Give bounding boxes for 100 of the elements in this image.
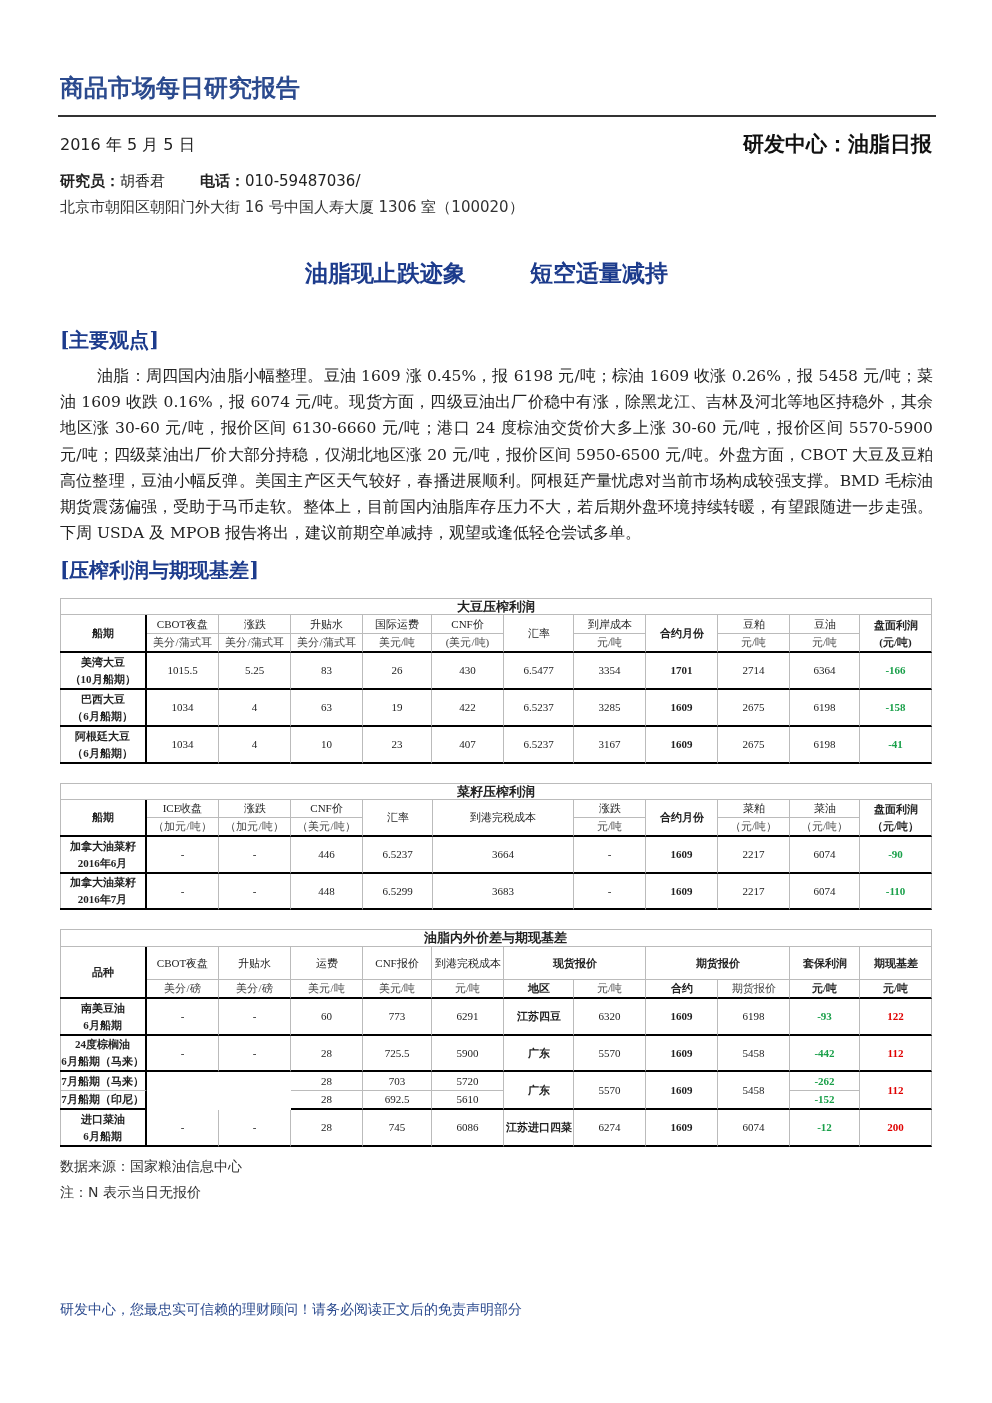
table-title: 大豆压榨利润 (456, 597, 535, 615)
column-header: CBOT夜盘 (156, 955, 209, 971)
column-header: 元/吨 (811, 981, 838, 996)
value: 6364 (813, 663, 836, 678)
value: 28 (321, 1120, 332, 1135)
column-header: 菜粕 (742, 801, 765, 816)
value: 63 (321, 700, 332, 715)
value: 446 (318, 847, 335, 862)
profit-value: -158 (885, 700, 906, 715)
profit-value: -90 (888, 847, 903, 862)
value: 1609 (670, 1082, 693, 1098)
headline: 油脂现止跌迹象 (305, 258, 466, 288)
column-header: 汇率 (386, 810, 409, 825)
value: 1609 (670, 737, 693, 752)
value: 5458 (742, 1045, 765, 1061)
column-header: 合约月份 (659, 625, 704, 641)
value: 407 (459, 737, 476, 752)
value: - (252, 1045, 257, 1061)
unit-label: 美分/蒲式耳 (297, 635, 356, 650)
basis-value: 112 (887, 1045, 904, 1061)
column-header: (元/吨) (879, 635, 912, 650)
row-header: 6月船期（马来） (61, 1054, 144, 1069)
value: 10 (321, 737, 332, 752)
value: 23 (391, 737, 403, 752)
value: 6074 (813, 847, 836, 862)
value: 5458 (742, 1082, 765, 1098)
row-header: 2016年7月 (77, 892, 128, 907)
value: 28 (321, 1092, 332, 1107)
value: 6.5237 (523, 737, 554, 752)
column-header: 套保利润 (802, 955, 847, 971)
value: 4 (251, 700, 258, 715)
unit-label: 美分/蒲式耳 (225, 635, 284, 650)
value: - (252, 1120, 257, 1135)
value: 5900 (456, 1045, 479, 1061)
column-header: 豆粕 (742, 616, 765, 632)
value: 5720 (456, 1073, 479, 1089)
column-header: 到港完税成本 (470, 810, 536, 825)
value: - (252, 1009, 257, 1024)
row-header: （6月船期） (72, 708, 133, 724)
column-header: 元/吨 (882, 981, 909, 996)
unit-label: （加元/吨） (225, 819, 284, 834)
column-header: 到港完税成本 (434, 955, 501, 971)
value: 5.25 (244, 663, 265, 678)
column-header: ICE收盘 (162, 801, 203, 816)
analyst-name: 研究员：胡香君 (60, 172, 165, 191)
section-heading: [主要观点] (60, 327, 159, 354)
column-header: 升贴水 (310, 616, 343, 632)
value: 83 (321, 663, 332, 678)
unit-label: (美元/吨) (445, 635, 490, 650)
value: 703 (388, 1073, 406, 1089)
column-header: 涨跌 (598, 801, 621, 816)
column-header: CNF价 (451, 616, 484, 632)
contact-phone: 电话：010-59487036/ (200, 172, 361, 191)
unit-label: 美分/磅 (164, 981, 201, 996)
value: - (180, 1009, 185, 1024)
value: 6086 (456, 1120, 479, 1135)
value: 1015.5 (167, 663, 198, 678)
value: - (180, 847, 185, 862)
row-header: 阿根廷大豆 (75, 728, 130, 744)
value: 19 (391, 700, 403, 715)
disclaimer-footer: 研发中心，您最忠实可信赖的理财顾问！请务必阅读正文后的免责声明部分 (60, 1301, 522, 1319)
column-header: 合约月份 (659, 810, 704, 825)
value: 28 (321, 1045, 332, 1061)
footnote: 注：N 表示当日无报价 (60, 1184, 201, 1202)
column-header: CNF价 (310, 801, 343, 816)
value: 6.5477 (523, 663, 554, 678)
report-header: 商品市场每日研究报告 (60, 73, 300, 104)
column-header: 运费 (315, 955, 338, 971)
unit-label: 元/吨 (454, 981, 481, 996)
basis-value: 200 (887, 1120, 904, 1135)
value: 江苏进口四菜 (505, 1120, 572, 1135)
value: - (252, 883, 257, 899)
profit-value: -12 (817, 1120, 832, 1135)
column-header: 到岸成本 (587, 616, 632, 632)
unit-label: （美元/吨） (297, 819, 356, 834)
column-header: 升贴水 (238, 955, 271, 971)
column-header: 期货报价 (695, 955, 740, 971)
value: 430 (459, 663, 476, 678)
unit-label: （加元/吨） (153, 819, 212, 834)
report-date: 2016 年 5 月 5 日 (60, 135, 195, 156)
section-heading: [压榨利润与期现基差] (60, 557, 259, 584)
value: 江苏四豆 (516, 1009, 561, 1024)
column-header: 涨跌 (243, 801, 266, 816)
profit-value: -93 (817, 1009, 832, 1024)
value: 1034 (171, 737, 194, 752)
row-header: 巴西大豆 (80, 691, 125, 707)
value: 1609 (670, 1120, 693, 1135)
value: - (607, 883, 612, 899)
value: 422 (459, 700, 476, 715)
column-header: CNF报价 (375, 955, 419, 971)
value: 6274 (598, 1120, 621, 1135)
column-header: 船期 (91, 625, 114, 641)
row-header: 加拿大油菜籽 (69, 838, 136, 854)
value: 广东 (527, 1045, 550, 1061)
value: 5570 (598, 1082, 621, 1098)
column-header: （元/吨） (871, 819, 920, 834)
unit-label: （元/吨） (729, 819, 778, 834)
row-header: 7月船期（印尼） (61, 1092, 144, 1107)
row-header: 2016年6月 (77, 855, 128, 871)
unit-label: 美分/磅 (236, 981, 273, 996)
